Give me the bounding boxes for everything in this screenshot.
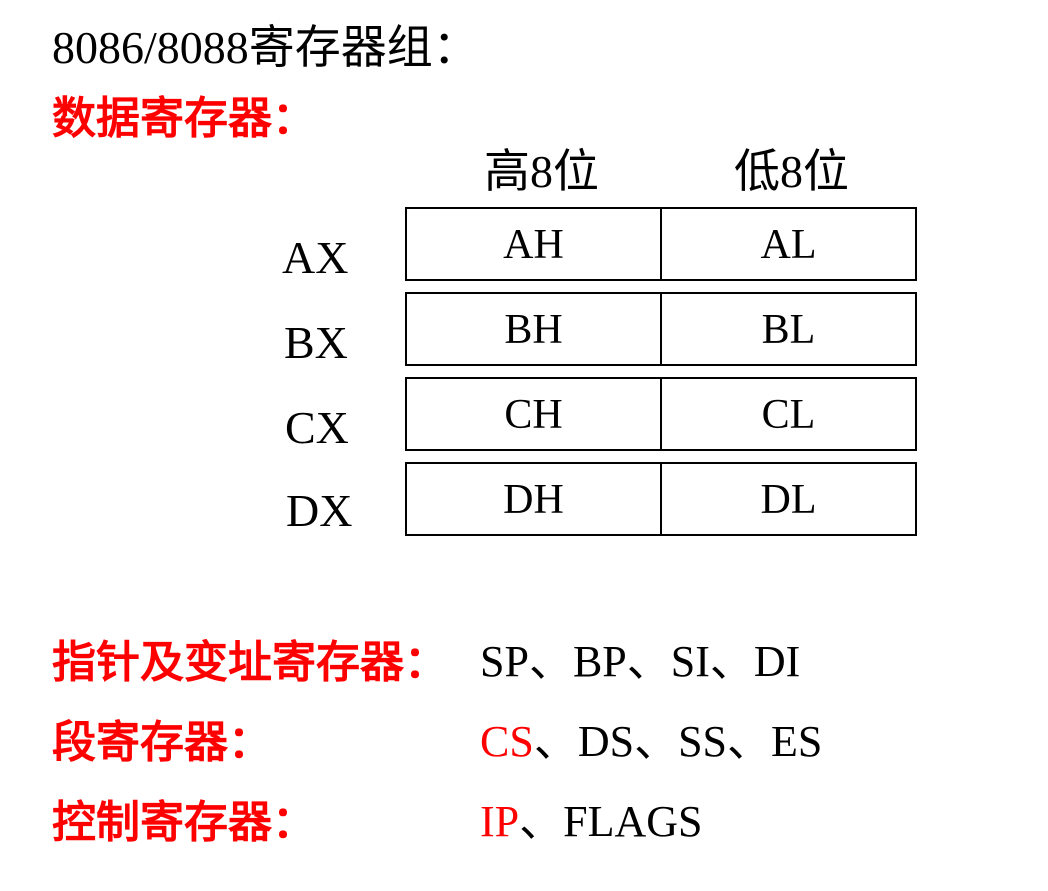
register-row-cx: CH CL (405, 377, 917, 451)
page-title: 8086/8088寄存器组： (52, 22, 479, 73)
row-label-dx: DX (286, 485, 353, 536)
register-cell-al: AL (760, 222, 817, 268)
register-cell-ch: CH (407, 379, 662, 449)
high-8-bits-header: 高8位 (484, 146, 599, 197)
pointer-index-heading: 指针及变址寄存器： (52, 637, 448, 688)
segment-register-cs: CS (480, 717, 534, 766)
register-row-bx: BH BL (405, 292, 917, 366)
row-label-cx: CX (285, 402, 349, 453)
register-cell-dh: DH (407, 464, 662, 534)
segment-heading: 段寄存器： (52, 717, 272, 768)
register-cell-cl: CL (761, 392, 816, 438)
register-row-dx: DH DL (405, 462, 917, 536)
segment-registers: CS、DS、SS、ES (480, 717, 822, 767)
register-cell-bl: BL (761, 307, 816, 353)
register-cell-bh: BH (407, 294, 662, 364)
low-8-bits-header: 低8位 (734, 146, 849, 197)
control-heading: 控制寄存器： (52, 797, 316, 848)
register-row-ax: AH AL (405, 207, 917, 281)
control-registers-rest: 、FLAGS (519, 797, 703, 846)
register-cell-ah: AH (407, 209, 662, 279)
segment-registers-rest: 、DS、SS、ES (533, 717, 823, 766)
row-label-bx: BX (284, 317, 348, 368)
register-cell-dl: DL (760, 477, 817, 523)
control-registers: IP、FLAGS (480, 797, 703, 847)
data-registers-heading: 数据寄存器： (52, 93, 316, 144)
row-label-ax: AX (282, 232, 349, 283)
pointer-index-registers: SP、BP、SI、DI (480, 637, 801, 686)
control-register-ip: IP (480, 797, 520, 846)
